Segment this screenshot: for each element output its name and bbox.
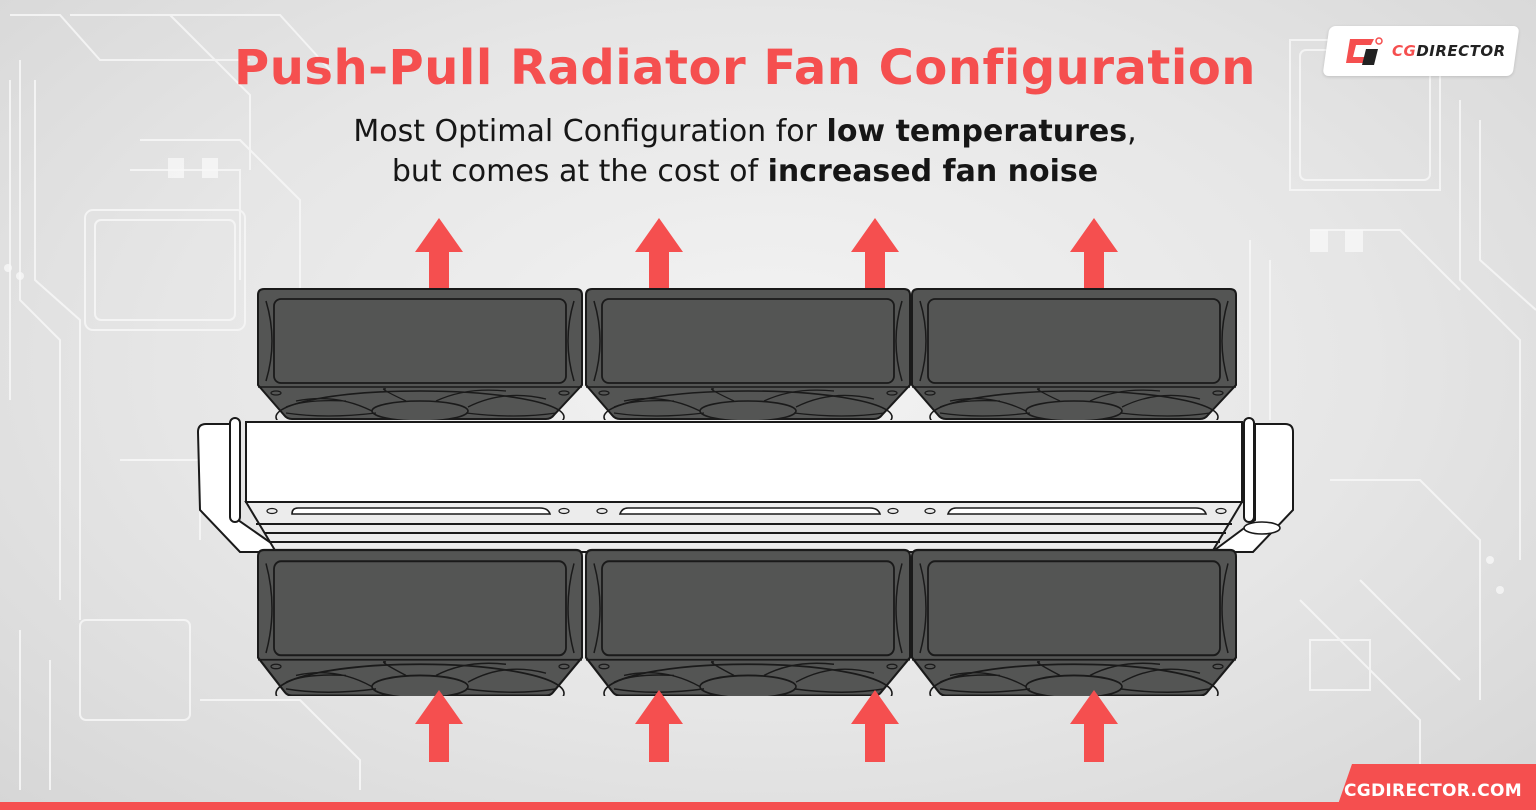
logo-text-prefix: CG bbox=[1392, 42, 1417, 60]
bottom-airflow-arrows bbox=[415, 690, 1118, 762]
subtitle-line-2: but comes at the cost of increased fan n… bbox=[0, 152, 1490, 192]
top-airflow-arrows bbox=[415, 218, 1118, 290]
subtitle-line-1-punctuation: , bbox=[1127, 114, 1137, 149]
arrow-up-icon bbox=[415, 218, 463, 290]
footer-url-tab[interactable] bbox=[1336, 764, 1536, 810]
footer-url[interactable]: CGDIRECTOR.COM bbox=[1343, 781, 1522, 801]
fan-icon bbox=[256, 548, 584, 696]
logo-text-suffix: DIRECTOR bbox=[1416, 42, 1506, 60]
subtitle-line-1: Most Optimal Configuration for low tempe… bbox=[0, 112, 1490, 152]
bottom-fan-row bbox=[256, 548, 1238, 696]
arrow-up-icon bbox=[851, 690, 899, 762]
fan-icon bbox=[257, 288, 583, 420]
subtitle-line-1-emphasis: low temperatures bbox=[826, 114, 1128, 149]
footer-accent-bar bbox=[0, 802, 1536, 810]
arrow-up-icon bbox=[415, 690, 463, 762]
arrow-up-icon bbox=[1070, 690, 1118, 762]
arrow-up-icon bbox=[851, 218, 899, 290]
fan-icon bbox=[584, 548, 912, 696]
fan-icon bbox=[910, 548, 1238, 696]
arrow-up-icon bbox=[635, 218, 683, 290]
subtitle-line-1-text: Most Optimal Configuration for bbox=[353, 114, 827, 149]
arrow-up-icon bbox=[635, 690, 683, 762]
cgdirector-logo-icon bbox=[1346, 37, 1383, 65]
logo-text: CGDIRECTOR bbox=[1392, 42, 1506, 60]
arrow-up-icon bbox=[1070, 218, 1118, 290]
top-fan-row bbox=[257, 288, 1237, 420]
page-title: Push-Pull Radiator Fan Configuration bbox=[234, 40, 1256, 96]
fan-icon bbox=[911, 288, 1237, 420]
fan-icon bbox=[585, 288, 911, 420]
subtitle-line-2-emphasis: increased fan noise bbox=[767, 154, 1099, 189]
brand-logo[interactable]: CGDIRECTOR bbox=[1336, 26, 1524, 76]
page-subtitle: Most Optimal Configuration for low tempe… bbox=[0, 112, 1490, 192]
radiator bbox=[196, 417, 1294, 553]
subtitle-line-2-text: but comes at the cost of bbox=[391, 154, 768, 189]
